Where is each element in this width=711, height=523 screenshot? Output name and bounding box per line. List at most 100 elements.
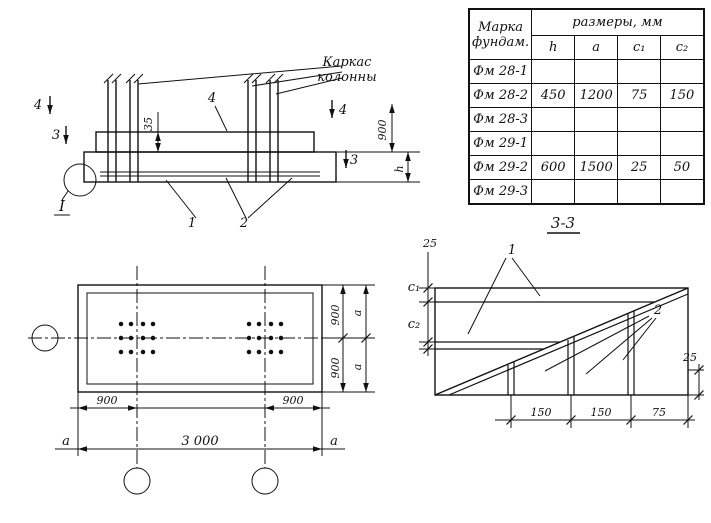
dim-line-right-25: [688, 364, 704, 400]
frame-label-line1: Каркас: [322, 55, 373, 70]
dim-text-150-left: 150: [531, 406, 552, 419]
dim-text-25-top: 25: [422, 237, 437, 250]
table-cell-empty: [660, 179, 705, 205]
dim-text-900-embed: 900: [376, 120, 389, 141]
dim-text-900-bottom: 900: [329, 358, 342, 379]
mark-cell: Фм 28-1: [468, 59, 533, 84]
dim-arrow: [340, 383, 346, 392]
dimensions-table: Марка фундам. размеры, мм h a c₁ c₂ Фм 2…: [468, 8, 705, 205]
section-marker-4-left: 4: [33, 98, 42, 113]
table-col-c1: c₁: [617, 35, 662, 60]
mesh-callout-number: 1: [188, 216, 196, 231]
dim-arrow: [405, 152, 411, 161]
foundation-slab: [83, 151, 337, 183]
dim-text-900-right: 900: [283, 394, 304, 407]
value-cell-a: 1200: [574, 83, 619, 108]
table-cell-empty: [531, 179, 576, 205]
mark-cell: Фм 29-3: [468, 179, 533, 205]
dim-arrow: [155, 132, 161, 141]
table-row: Фм 28-2 450 1200 75 150: [468, 83, 705, 108]
value-cell-a: 1500: [574, 155, 619, 180]
section-arrow-3-left: [63, 135, 69, 144]
dim-arrow: [389, 143, 395, 152]
anchor-bolts-right-ticks: [243, 73, 284, 84]
table-cell-empty: [574, 107, 619, 132]
table-cell-empty: [617, 179, 662, 205]
dim-text-900-left: 900: [97, 394, 118, 407]
table-header-mark-line2: фундам.: [472, 34, 530, 50]
dim-text-35: 35: [142, 117, 155, 131]
dim-text-a-top: a: [351, 310, 364, 317]
mark-cell: Фм 28-2: [468, 83, 533, 108]
axis-bubble-bottom-1: [123, 467, 151, 495]
section-3-3-view: 3-3 25 c₁ c₂ 1 2 150 150 75 25: [408, 214, 705, 428]
anchor-bolt-holes-right-group: [246, 321, 284, 355]
table-cell-empty: [574, 59, 619, 84]
table-row: Фм 28-1: [468, 59, 705, 84]
value-cell-c2: 150: [660, 83, 705, 108]
table-row: Фм 29-1: [468, 131, 705, 156]
plate-callout-number: 4: [207, 91, 216, 106]
bottom-reinforcement-mesh: [100, 171, 320, 177]
table-cell-empty: [531, 59, 576, 84]
table-row: Фм 29-2 600 1500 25 50: [468, 155, 705, 180]
dim-arrow: [265, 405, 274, 411]
dim-text-150-right: 150: [591, 406, 612, 419]
mesh-callout-leader: [165, 179, 197, 219]
table-cell-empty: [574, 131, 619, 156]
value-cell-h: 450: [531, 83, 576, 108]
table-cell-empty: [660, 107, 705, 132]
value-cell-c1: 25: [617, 155, 662, 180]
table-cell-empty: [660, 59, 705, 84]
dim-text-3000: 3 000: [181, 434, 218, 449]
dim-arrow: [363, 285, 369, 294]
table-cell-empty: [531, 107, 576, 132]
detail-circle: [63, 163, 97, 197]
section-arrow-3-right: [343, 159, 349, 168]
section-title: 3-3: [551, 214, 575, 232]
section-arrow-4-left: [47, 105, 53, 114]
table-row: Фм 29-3: [468, 179, 705, 205]
dim-text-75: 75: [652, 406, 666, 419]
table-col-c2: c₂: [660, 35, 705, 60]
extension-lines-left: [419, 287, 435, 350]
extension-lines-bottom: [77, 392, 323, 456]
plan-view: 900 900 a a 900 900 a 3 000 a: [28, 266, 375, 495]
table-cell-empty: [660, 131, 705, 156]
anchor-bolts-left-ticks: [103, 73, 144, 84]
dim-arrow: [405, 173, 411, 182]
vertical-rebar-lines: [507, 311, 635, 395]
table-col-a: a: [574, 35, 619, 60]
anchor-bolts-left: [107, 80, 139, 182]
callout-2-leaders: [544, 315, 657, 375]
anchor-bolt-holes-left-group: [118, 321, 156, 355]
center-lines: [28, 266, 345, 468]
plate-callout-leader: [214, 105, 228, 132]
base-plate: [95, 131, 315, 153]
anchor-bolts-right: [247, 80, 279, 182]
dim-text-c1: c₁: [408, 280, 421, 295]
dim-arrow: [128, 405, 137, 411]
frame-label-leaders: [137, 65, 343, 95]
dim-arrow: [363, 383, 369, 392]
dim-text-900-top: 900: [329, 305, 342, 326]
frame-label-line2: колонны: [317, 70, 376, 85]
detail-mark-label: I: [58, 197, 66, 215]
dim-arrow: [78, 446, 87, 452]
table-header-sizes: размеры, мм: [531, 8, 705, 36]
section-arrow-4-right: [329, 109, 335, 118]
callout-2-number: 2: [653, 303, 662, 318]
table-cell-empty: [617, 107, 662, 132]
elevation-view: Каркас колонны 4 3 4 3 4 35 900 h 1 2 I: [33, 55, 420, 231]
dim-arrow: [155, 143, 161, 152]
value-cell-c2: 50: [660, 155, 705, 180]
table-cell-empty: [617, 59, 662, 84]
table-col-h: h: [531, 35, 576, 60]
mark-cell: Фм 28-3: [468, 107, 533, 132]
axis-bubble-left: [31, 324, 59, 352]
bars-callout-number: 2: [239, 216, 248, 231]
table-cell-empty: [574, 179, 619, 205]
diagonal-edge-1: [434, 287, 689, 396]
